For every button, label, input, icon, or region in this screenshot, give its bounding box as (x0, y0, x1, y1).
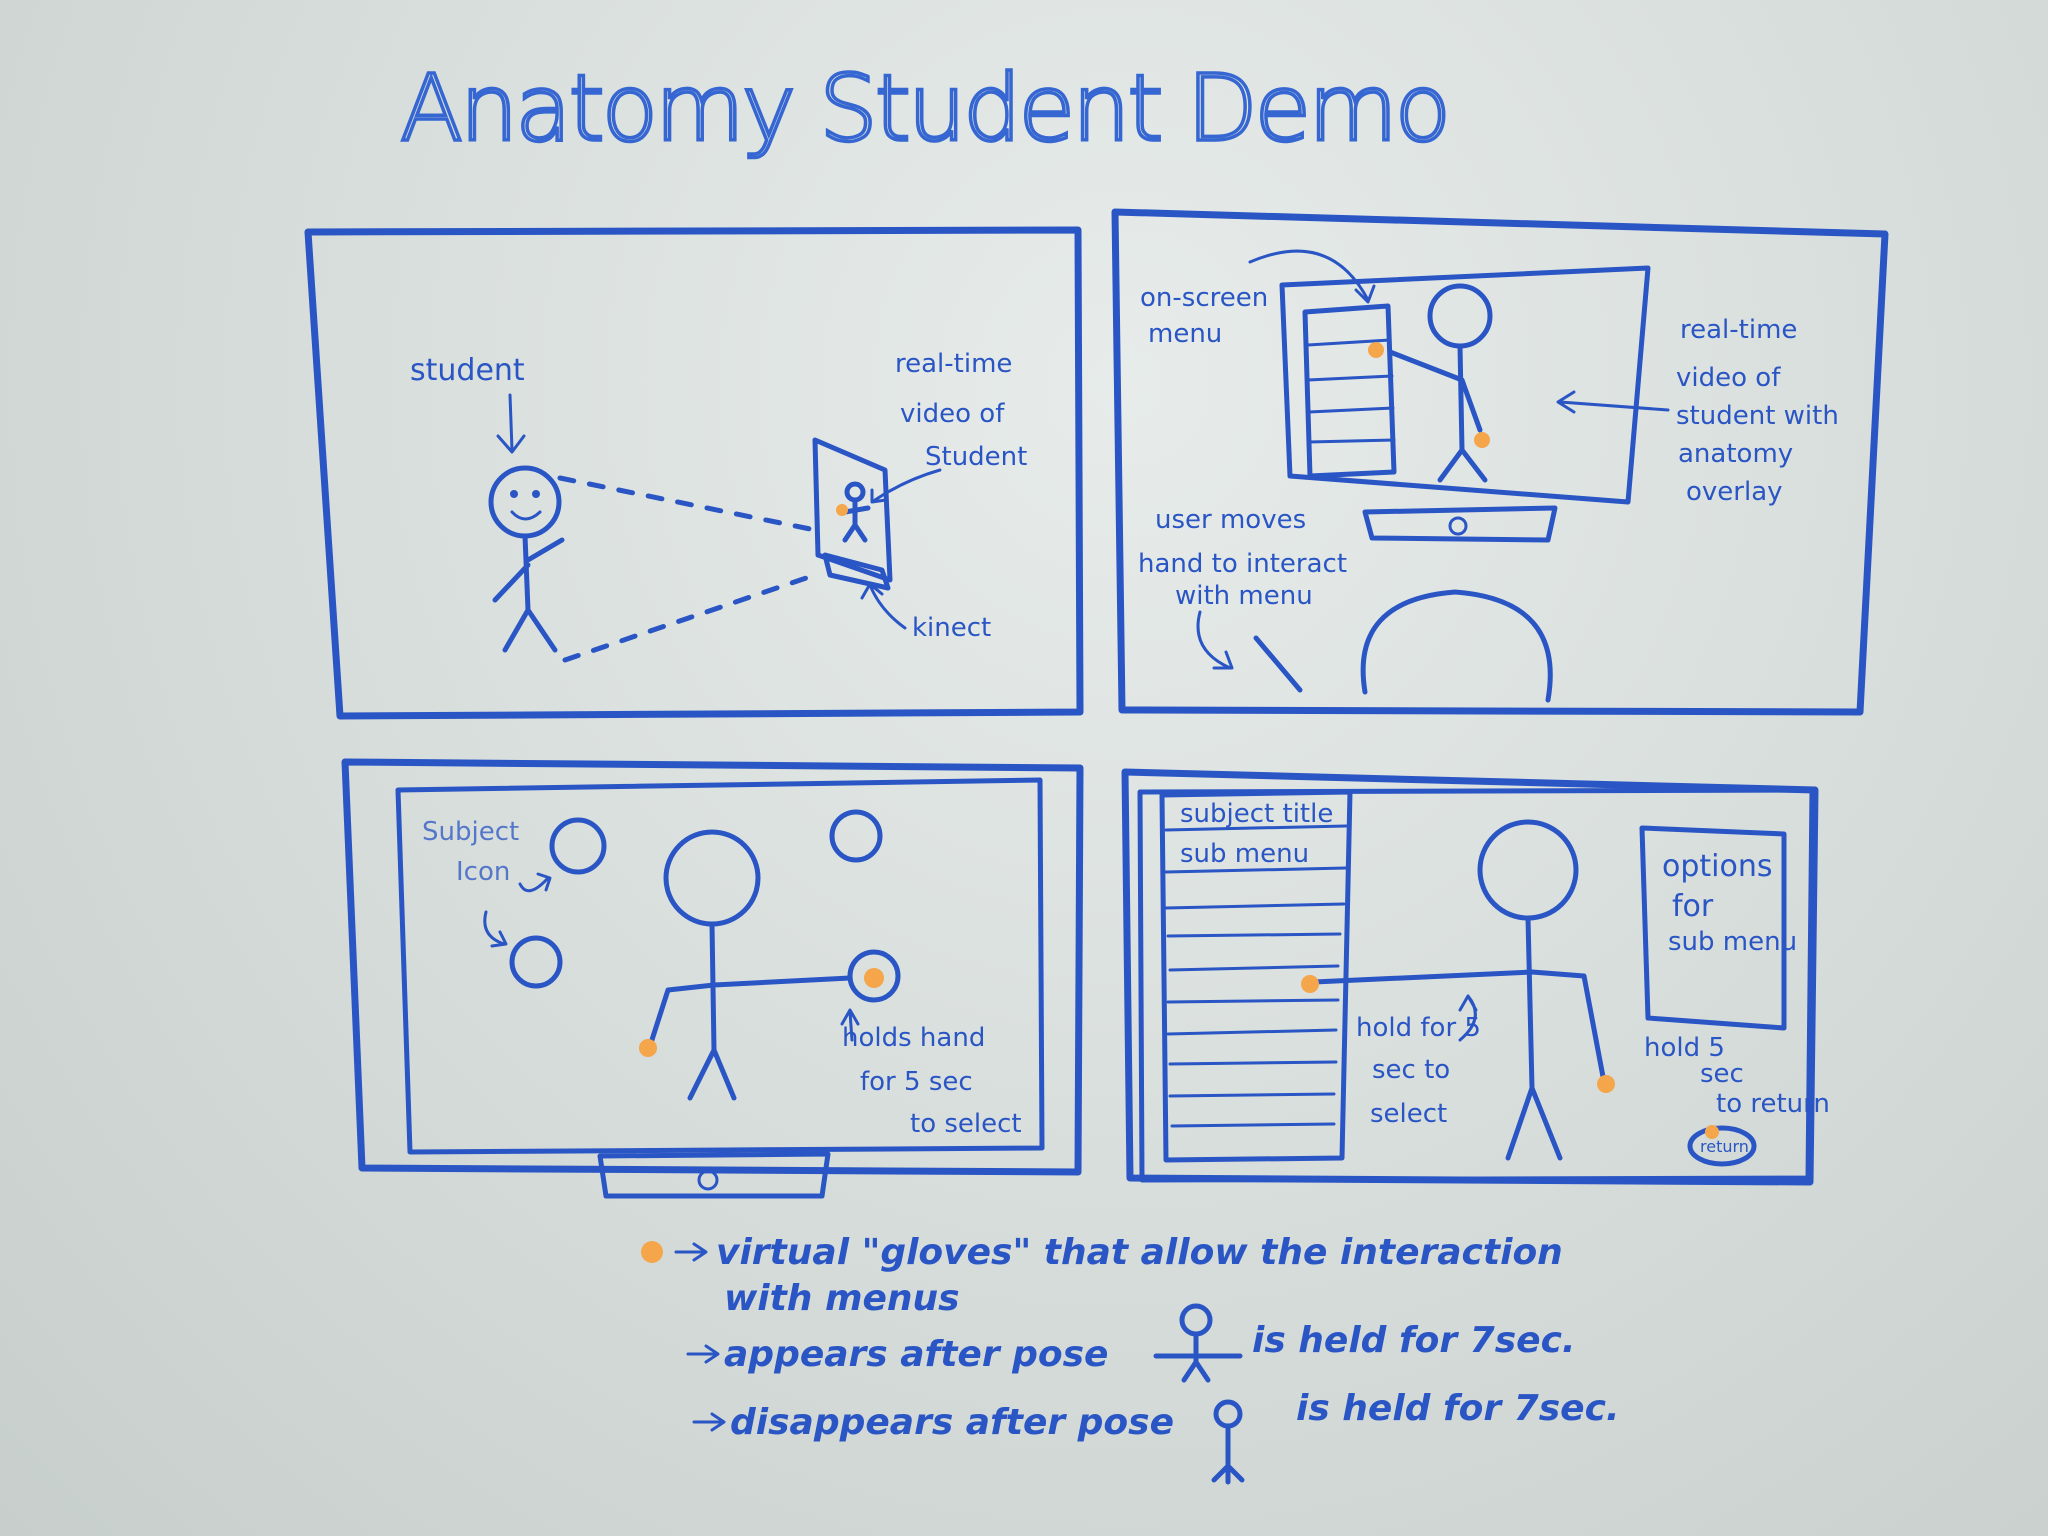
student-label: student (410, 353, 525, 388)
screen-display (812, 437, 893, 591)
hold-return-line2: sec (1700, 1059, 1744, 1089)
student-figure (639, 829, 853, 1101)
on-screen-menu (1302, 303, 1397, 479)
video-label-line5: overlay (1686, 477, 1783, 507)
legend-line1: virtual "gloves" that allow the interact… (716, 1232, 1563, 1273)
legend: virtual "gloves" that allow the interact… (641, 1232, 1620, 1485)
icon-label-line2: Icon (456, 857, 510, 887)
user-head (1360, 589, 1553, 703)
hold-select-line2: sec to (1372, 1055, 1450, 1085)
legend-line2a: appears after pose (724, 1334, 1108, 1375)
student-arrow (496, 393, 526, 454)
video-label-line1: real-time (895, 349, 1012, 379)
student-figure (1301, 819, 1615, 1161)
icon-label-line1: Subject (422, 817, 519, 847)
kinect-sensor (597, 1151, 831, 1199)
panel-1: student real-time video of Student kinec… (304, 226, 1084, 720)
user-label-line2: hand to interact (1138, 549, 1347, 579)
hold-label-line1: holds hand (842, 1023, 985, 1053)
page-title: Anatomy Student Demo (400, 55, 1448, 162)
return-button[interactable] (1687, 1125, 1757, 1167)
user-label-line1: user moves (1155, 505, 1306, 535)
user-hand (1253, 635, 1303, 693)
subject-icon-3[interactable] (509, 935, 563, 989)
video-label-line3: Student (925, 442, 1027, 472)
kinect-label: kinect (912, 613, 991, 643)
panel-4: subject title sub menu options for sub m… (1121, 768, 1830, 1186)
user-label-line3: with menu (1175, 581, 1313, 611)
video-label-line4: anatomy (1678, 439, 1793, 469)
legend-line3a: disappears after pose (730, 1402, 1174, 1443)
video-label-line3: student with (1676, 401, 1839, 431)
return-button-label: return (1700, 1137, 1749, 1156)
student-figure (488, 465, 565, 653)
video-label-line2: video of (900, 399, 1005, 429)
menu-label-line2: menu (1148, 319, 1222, 349)
hold-label-line2: for 5 sec (860, 1067, 973, 1097)
video-label-line1: real-time (1680, 315, 1797, 345)
hold-return-line3: to return (1716, 1089, 1830, 1119)
legend-line1b: with menus (724, 1278, 960, 1319)
sub-menu-panel[interactable]: subject title sub menu (1159, 789, 1353, 1163)
options-label-line3: sub menu (1668, 927, 1797, 957)
hold-label-line3: to select (910, 1109, 1022, 1139)
panel-2: on-screen menu real-time video of studen… (1111, 208, 1889, 716)
menu-label-line1: on-screen (1140, 283, 1268, 313)
legend-line2b: is held for 7sec. (1252, 1320, 1576, 1361)
options-label-line2: for (1672, 889, 1714, 924)
subject-icon-2[interactable] (829, 809, 883, 863)
hold-return-line1: hold 5 (1644, 1033, 1725, 1063)
subject-icon-1[interactable] (549, 817, 607, 875)
legend-line3b: is held for 7sec. (1296, 1388, 1620, 1429)
hold-select-line3: select (1370, 1099, 1447, 1129)
video-label-line2: video of (1676, 363, 1781, 393)
options-label-line1: options (1662, 849, 1773, 884)
pose-down-icon (1211, 1399, 1245, 1485)
overlay-figure (1368, 283, 1493, 483)
subject-title: subject title (1180, 799, 1333, 829)
panel-3: Subject Icon holds hand for 5 sec to sel… (341, 758, 1084, 1199)
pose-t-icon (1153, 1303, 1243, 1383)
glove-dot (641, 1241, 663, 1263)
sub-menu-label: sub menu (1180, 839, 1309, 869)
options-box[interactable]: options for sub menu (1639, 825, 1797, 1031)
